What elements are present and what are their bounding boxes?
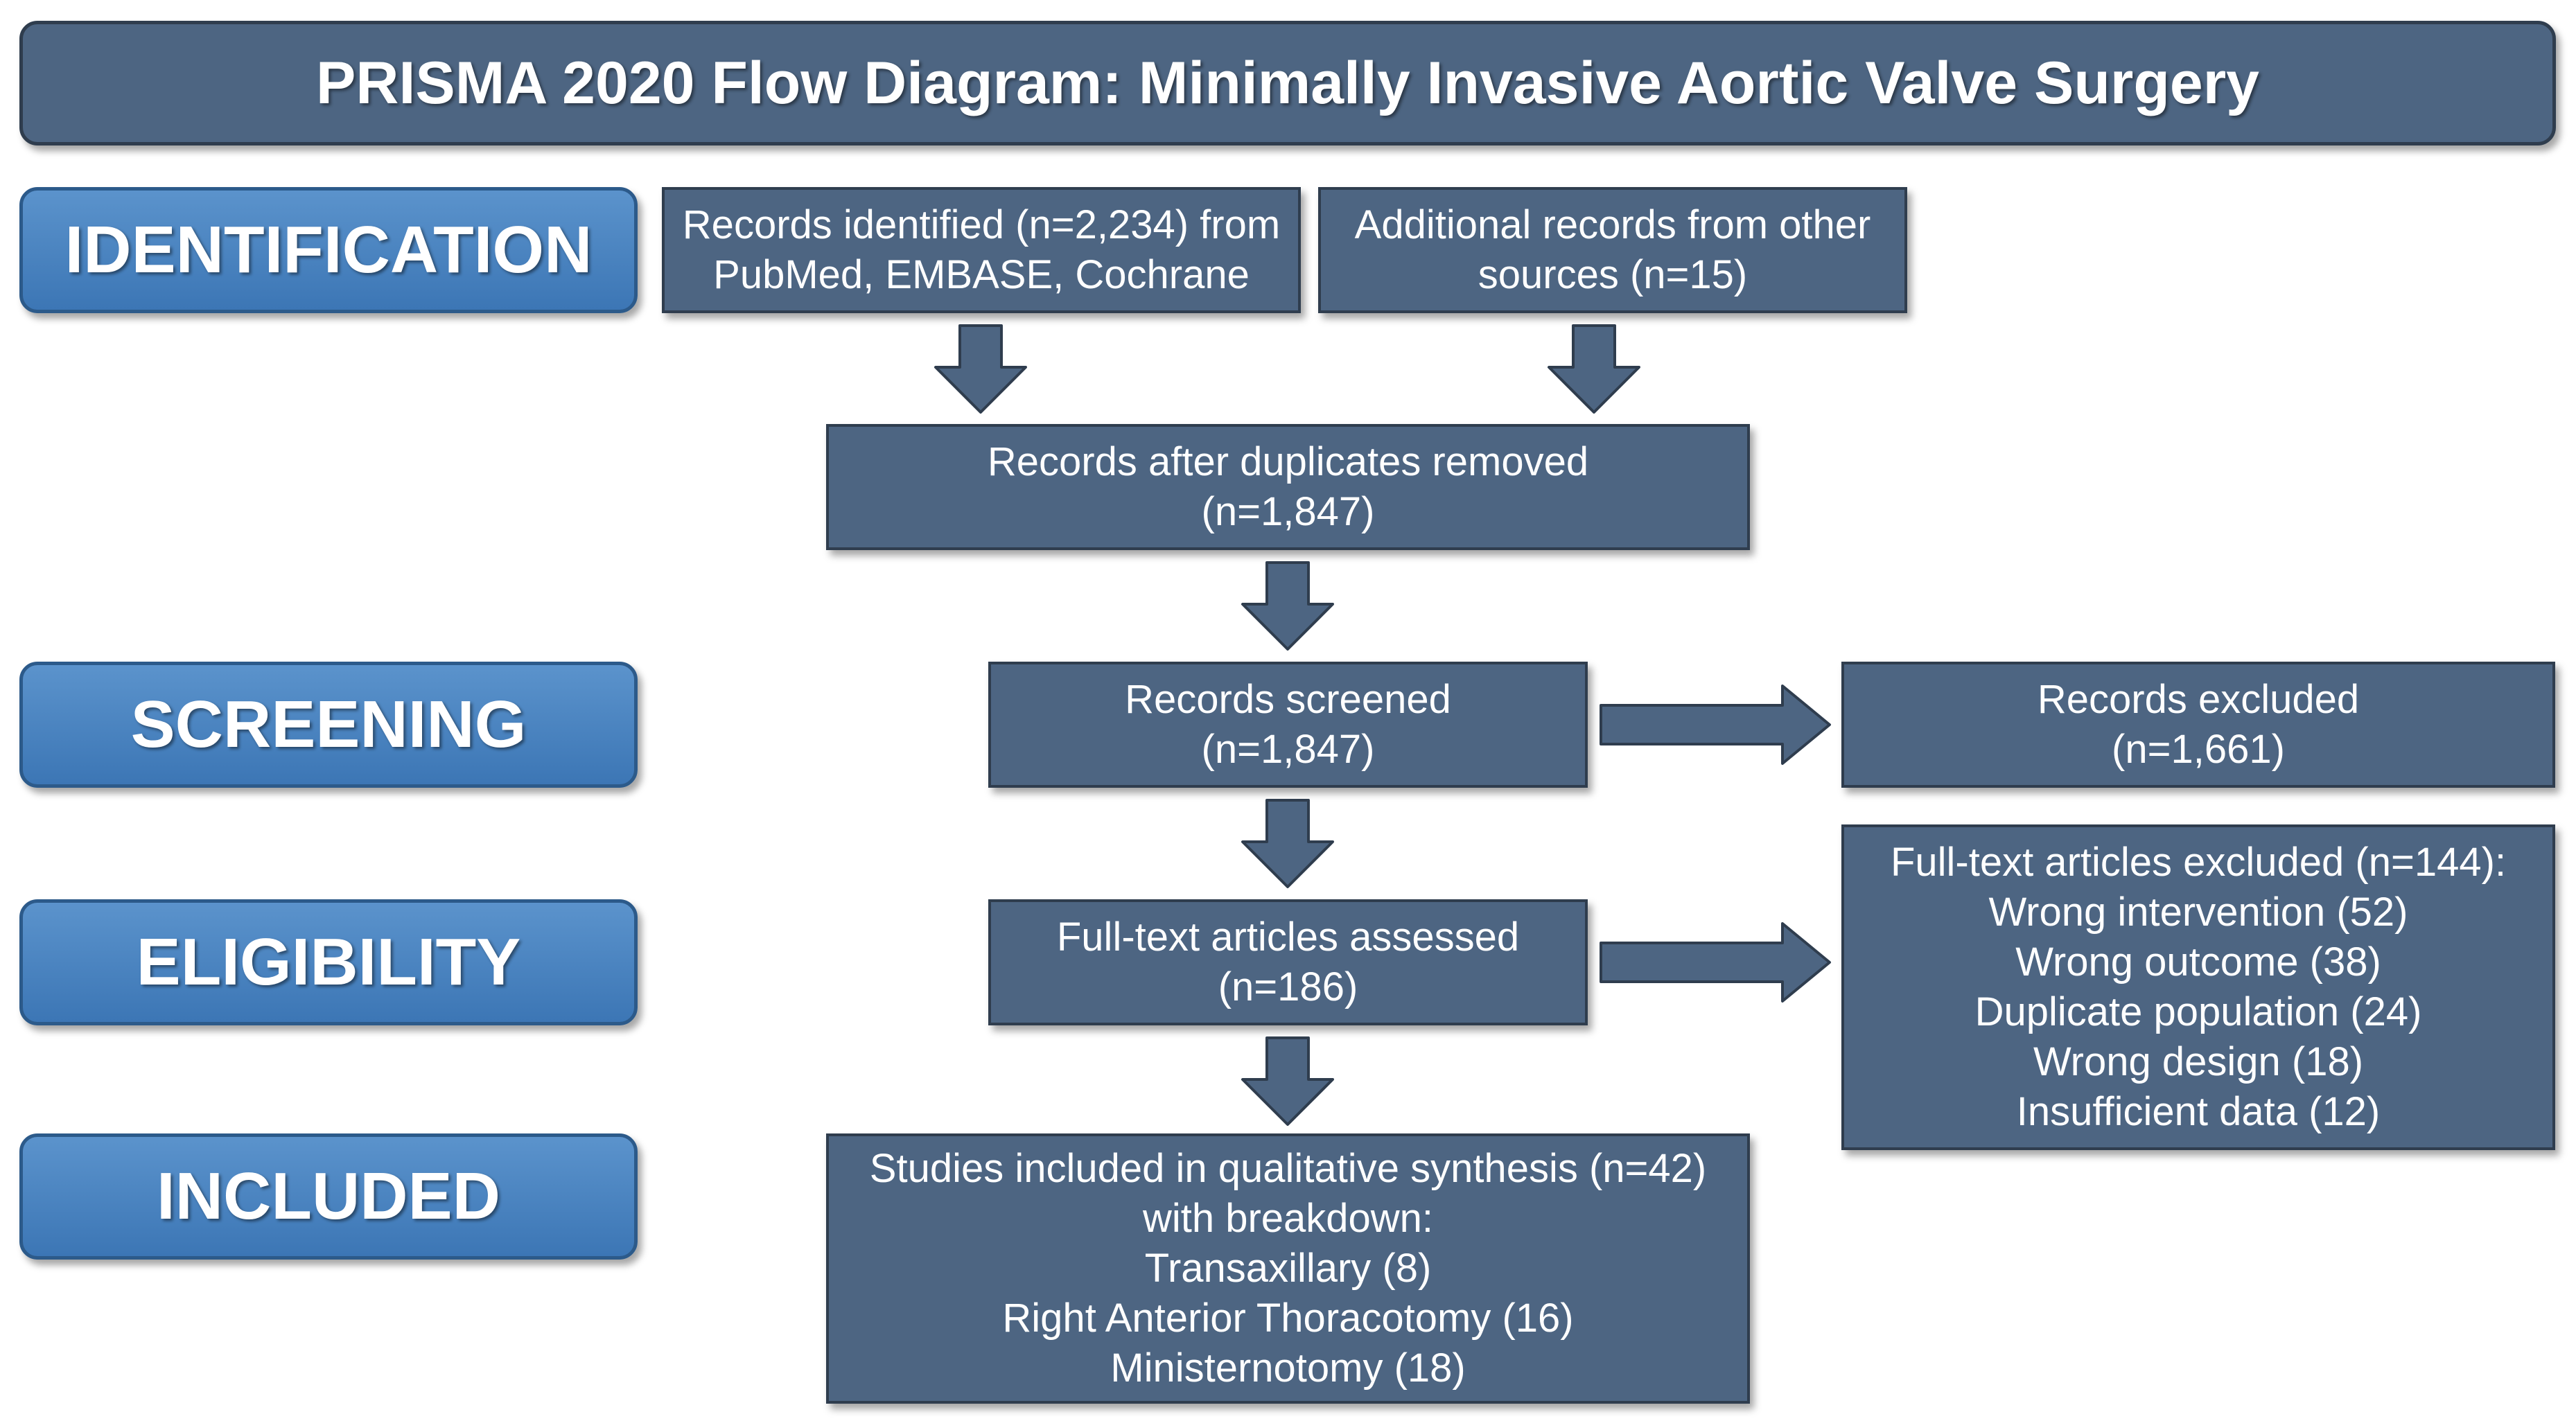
studies-included-box: Studies included in qualitative synthesi… xyxy=(826,1133,1750,1404)
down-arrow-identified xyxy=(934,324,1027,414)
right-arrow-to-excluded xyxy=(1600,685,1831,765)
box-line: Records excluded xyxy=(2037,677,2360,722)
box-line: (n=186) xyxy=(1218,964,1358,1009)
box-line: Full-text articles excluded (n=144): xyxy=(1890,840,2507,885)
box-line: Ministernotomy (18) xyxy=(1110,1345,1466,1391)
box-line: (n=1,847) xyxy=(1201,489,1375,534)
box-line: Full-text articles assessed xyxy=(1056,915,1520,960)
box-line: Right Anterior Thoracotomy (16) xyxy=(1002,1296,1574,1341)
box-line: Duplicate population (24) xyxy=(1974,989,2422,1034)
box-line: Wrong outcome (38) xyxy=(2015,939,2381,985)
down-arrow-to-fulltext xyxy=(1241,799,1334,888)
stage-eligibility: ELIGIBILITY xyxy=(19,899,638,1025)
down-arrow-additional xyxy=(1548,324,1640,414)
box-line: Records after duplicates removed xyxy=(987,439,1589,484)
fulltext-excluded-box: Full-text articles excluded (n=144): Wro… xyxy=(1841,824,2555,1150)
right-arrow-to-fulltext-excluded xyxy=(1600,922,1831,1003)
records-excluded-box: Records excluded (n=1,661) xyxy=(1841,662,2555,788)
box-line: Wrong intervention (52) xyxy=(1988,890,2408,935)
down-arrow-to-screened xyxy=(1241,561,1334,651)
box-line: Wrong design (18) xyxy=(2033,1039,2364,1084)
box-line: Additional records from other xyxy=(1354,202,1871,247)
box-line: Transaxillary (8) xyxy=(1144,1246,1432,1291)
box-line: sources (n=15) xyxy=(1478,252,1748,297)
stage-screening: SCREENING xyxy=(19,662,638,788)
fulltext-assessed-box: Full-text articles assessed (n=186) xyxy=(988,899,1588,1025)
records-identified-box: Records identified (n=2,234) from PubMed… xyxy=(662,187,1301,313)
stage-included: INCLUDED xyxy=(19,1133,638,1260)
box-line: PubMed, EMBASE, Cochrane xyxy=(713,252,1250,297)
stage-identification: IDENTIFICATION xyxy=(19,187,638,313)
additional-records-box: Additional records from other sources (n… xyxy=(1318,187,1907,313)
box-line: with breakdown: xyxy=(1142,1196,1434,1241)
down-arrow-to-included xyxy=(1241,1036,1334,1126)
box-line: (n=1,661) xyxy=(2112,727,2285,772)
diagram-title: PRISMA 2020 Flow Diagram: Minimally Inva… xyxy=(19,21,2556,145)
box-line: (n=1,847) xyxy=(1201,727,1375,772)
box-line: Studies included in qualitative synthesi… xyxy=(869,1146,1707,1191)
records-screened-box: Records screened (n=1,847) xyxy=(988,662,1588,788)
after-duplicates-box: Records after duplicates removed (n=1,84… xyxy=(826,424,1750,550)
box-line: Insufficient data (12) xyxy=(2016,1089,2381,1134)
box-line: Records identified (n=2,234) from xyxy=(682,202,1281,247)
box-line: Records screened xyxy=(1125,677,1451,722)
